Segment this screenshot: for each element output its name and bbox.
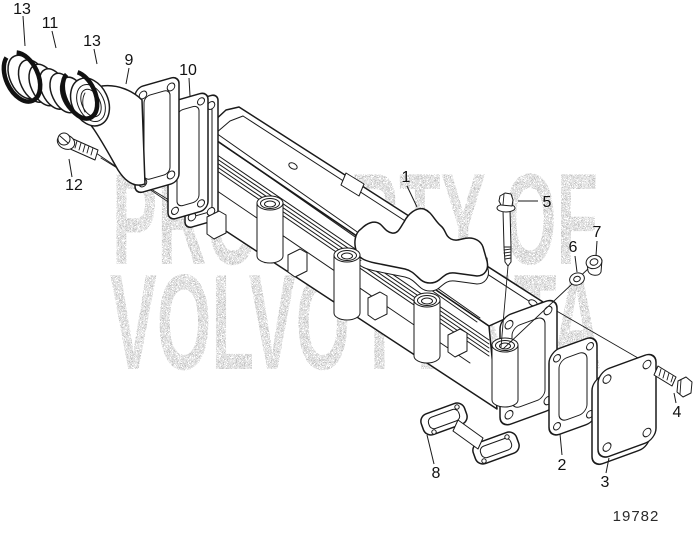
back-edge-pad — [340, 172, 365, 197]
end-cover-3 — [591, 353, 657, 466]
bolt4-shaft — [653, 365, 677, 387]
bolt4-head-facet — [679, 379, 682, 395]
boss — [413, 292, 441, 364]
gasket2-hole — [553, 422, 561, 431]
top-cover-plate — [354, 207, 489, 292]
gasket-8 — [420, 402, 520, 465]
callout-11-leader — [51, 30, 57, 49]
callout-12-label: 12 — [65, 177, 83, 194]
mounting-lug — [447, 328, 468, 358]
callout-13-leader — [93, 48, 98, 65]
bolt12-threads — [74, 140, 94, 156]
gasket8-tab — [481, 458, 487, 464]
flange9-hole — [166, 82, 176, 92]
top-rim-left-line — [215, 115, 244, 134]
bolt4-threads — [658, 368, 674, 383]
gasket8-tab — [504, 434, 510, 440]
bolt5-alignment-line — [500, 265, 509, 348]
callout-11-label: 11 — [42, 15, 59, 32]
callout-12-leader — [68, 158, 73, 178]
cover3-hole — [602, 374, 612, 384]
top-face-hole-left — [288, 162, 298, 170]
callout-2-leader — [559, 433, 563, 456]
cover3-plate — [597, 353, 657, 458]
gasket10-hole — [197, 97, 205, 106]
plug7-socket — [589, 258, 599, 266]
mounting-lug — [206, 210, 227, 240]
mounting-lug — [367, 291, 388, 321]
callout-8-label: 8 — [432, 465, 441, 482]
callout-2-label: 2 — [558, 457, 567, 474]
callout-10-leader — [188, 77, 191, 97]
callout-13-leader — [22, 15, 26, 47]
gasket8-left-ring — [420, 402, 468, 436]
cover3-hole — [642, 427, 652, 438]
left-flange-stack — [88, 76, 219, 229]
gasket10-hole — [197, 199, 205, 208]
callout-13-label: 13 — [13, 1, 31, 18]
figure-number: 19782 — [613, 508, 660, 525]
bolt5-thread-section — [503, 246, 512, 267]
gasket-2 — [548, 337, 598, 436]
washer6-plug7-group — [502, 254, 603, 350]
gasket8-right-ring — [472, 431, 520, 465]
boss — [333, 247, 361, 321]
callout-7-leader — [595, 240, 598, 257]
gasket2-hole — [586, 342, 594, 351]
gasket8-tab — [431, 429, 437, 435]
callout-5-label: 5 — [543, 194, 552, 211]
flange9-hole — [166, 170, 176, 180]
bolt5-threads — [503, 248, 512, 260]
callout-10-label: 10 — [179, 62, 197, 79]
cover3-hole — [642, 359, 652, 370]
right-flange-hole — [504, 409, 514, 420]
bolt-4 — [653, 365, 693, 398]
hose-mouth-shading — [82, 92, 86, 113]
bolt5-shaft — [502, 209, 512, 248]
hose-clamp-left — [1, 50, 43, 104]
callout-7-label: 7 — [593, 224, 602, 241]
callout-4-label: 4 — [673, 404, 682, 421]
washer6-hole — [573, 275, 581, 283]
bolt5-head — [498, 192, 514, 207]
gasket8-tab — [454, 404, 460, 410]
gasket2-hole — [553, 354, 561, 363]
callout-3-leader — [605, 457, 610, 474]
mounting-lugs — [206, 210, 468, 358]
hose-clamp-right — [60, 69, 100, 121]
callout-6-label: 6 — [569, 239, 578, 256]
boss — [491, 337, 519, 408]
callout-6-leader — [574, 255, 578, 273]
bolt-12 — [56, 132, 99, 161]
callout-3-label: 3 — [601, 474, 610, 491]
right-flange-hole — [504, 319, 514, 330]
callout-9-label: 9 — [125, 52, 134, 69]
bosses — [256, 195, 519, 408]
bolt4-head — [676, 376, 693, 398]
boss — [256, 195, 284, 264]
bolt5-head-facet — [502, 193, 505, 206]
callout-4-leader — [673, 392, 677, 404]
callout-1-leader — [406, 185, 418, 208]
gasket2-opening — [558, 352, 588, 421]
callouts-layer: 13 11 13 9 10 12 1 5 67 4 2 3 8 — [13, 1, 681, 491]
callout-8-leader — [426, 434, 435, 465]
callout-1-label: 1 — [402, 169, 411, 186]
callout-9-leader — [125, 67, 130, 85]
flange9-hole — [138, 90, 148, 100]
mounting-lug — [287, 248, 308, 278]
bellows-hose-assembly — [1, 50, 111, 127]
cover3-hole — [602, 442, 612, 452]
gasket10-opening — [176, 105, 200, 207]
bolt12-head-slot — [59, 135, 69, 144]
gasket8-bridge — [452, 419, 484, 450]
bolt5-group — [496, 192, 516, 348]
callout-13-label: 13 — [83, 33, 101, 50]
gasket10-hole — [171, 206, 179, 215]
cover-plate-outline — [354, 207, 489, 284]
